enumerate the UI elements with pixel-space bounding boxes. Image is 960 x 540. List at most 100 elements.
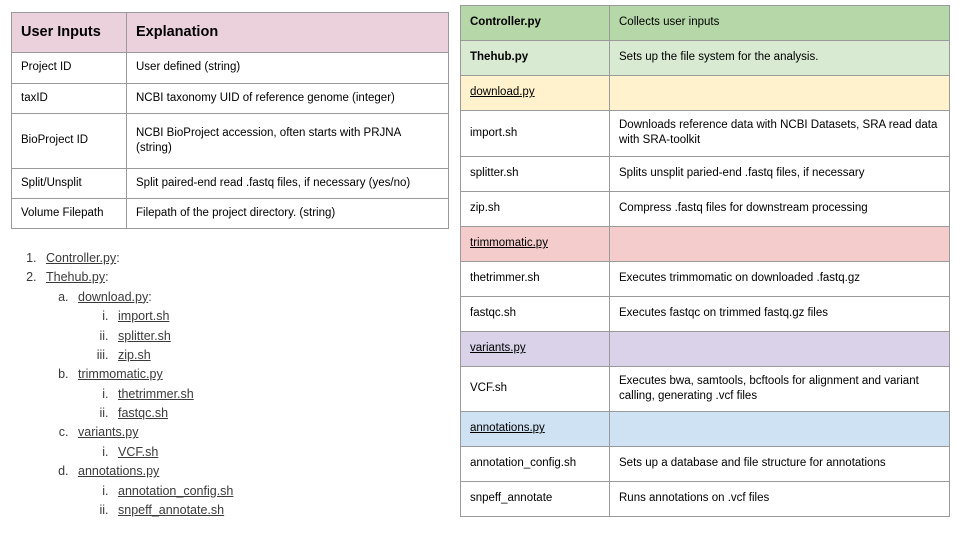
script-name: VCF.sh bbox=[460, 365, 610, 413]
table-row: trimmomatic.py bbox=[460, 225, 950, 262]
list-item: annotation_config.sh bbox=[112, 482, 434, 501]
table-row: variants.py bbox=[460, 330, 950, 367]
script-name: splitter.sh bbox=[460, 155, 610, 192]
outline-level-3: thetrimmer.sh fastqc.sh bbox=[78, 385, 434, 424]
list-item: Thehub.py: download.py: import.sh splitt… bbox=[40, 268, 434, 520]
outline-suffix: : bbox=[116, 251, 120, 265]
list-item: Controller.py: bbox=[40, 249, 434, 268]
outline-suffix: : bbox=[148, 289, 152, 304]
script-description: Downloads reference data with NCBI Datas… bbox=[609, 110, 950, 157]
user-input-name: Split/Unsplit bbox=[11, 167, 127, 200]
script-name: Thehub.py bbox=[460, 40, 610, 76]
user-input-explanation: NCBI taxonomy UID of reference genome (i… bbox=[126, 82, 449, 114]
list-item: import.sh bbox=[112, 307, 434, 326]
outline-label: annotations.py bbox=[78, 464, 160, 479]
list-item: thetrimmer.sh bbox=[112, 385, 434, 404]
outline-label: annotation_config.sh bbox=[118, 483, 234, 498]
script-name[interactable]: trimmomatic.py bbox=[460, 225, 610, 262]
list-item: trimmomatic.py thetrimmer.sh fastqc.sh bbox=[72, 365, 434, 423]
user-inputs-table-container: User Inputs Explanation Project ID User … bbox=[11, 11, 449, 230]
outline-label: download.py bbox=[78, 289, 149, 304]
outline-level-3: VCF.sh bbox=[78, 443, 434, 462]
script-name: fastqc.sh bbox=[460, 295, 610, 332]
list-item: splitter.sh bbox=[112, 327, 434, 346]
outline-label: fastqc.sh bbox=[118, 406, 169, 420]
list-item: fastqc.sh bbox=[112, 404, 434, 423]
outline-label: splitter.sh bbox=[118, 328, 171, 343]
table-row: Project ID User defined (string) bbox=[11, 52, 449, 84]
script-name: snpeff_annotate bbox=[460, 481, 610, 518]
script-name-link[interactable]: variants.py bbox=[470, 341, 526, 354]
user-input-name: taxID bbox=[11, 82, 127, 114]
user-input-name: Volume Filepath bbox=[11, 198, 127, 230]
table-header-row: User Inputs Explanation bbox=[11, 11, 449, 54]
outline-label: import.sh bbox=[118, 309, 170, 324]
script-name-link[interactable]: trimmomatic.py bbox=[470, 236, 548, 249]
outline-label: Controller.py bbox=[46, 251, 117, 265]
outline-label: variants.py bbox=[78, 425, 139, 440]
outline-level-1: Controller.py: Thehub.py: download.py: i… bbox=[14, 249, 434, 520]
list-item: VCF.sh bbox=[112, 443, 434, 462]
user-input-explanation: Split paired-end read .fastq files, if n… bbox=[126, 167, 449, 200]
outline-level-3: import.sh splitter.sh zip.sh bbox=[78, 307, 434, 365]
script-description: Collects user inputs bbox=[609, 5, 950, 41]
list-item: zip.sh bbox=[112, 346, 434, 365]
script-description bbox=[609, 330, 950, 367]
outline-label: trimmomatic.py bbox=[78, 367, 163, 382]
list-item: snpeff_annotate.sh bbox=[112, 501, 434, 520]
script-name: thetrimmer.sh bbox=[460, 260, 610, 297]
column-header-user-inputs: User Inputs bbox=[11, 11, 127, 54]
script-description: Sets up the file system for the analysis… bbox=[609, 40, 950, 76]
table-row: taxID NCBI taxonomy UID of reference gen… bbox=[11, 82, 449, 114]
script-description: Runs annotations on .vcf files bbox=[609, 481, 950, 518]
user-input-name: Project ID bbox=[11, 52, 127, 84]
script-name: zip.sh bbox=[460, 190, 610, 227]
table-row: annotations.py bbox=[460, 411, 950, 448]
script-description: Executes trimmomatic on downloaded .fast… bbox=[609, 260, 950, 297]
script-name[interactable]: annotations.py bbox=[460, 411, 610, 448]
column-header-explanation: Explanation bbox=[126, 11, 449, 54]
script-name: import.sh bbox=[460, 110, 610, 157]
script-description bbox=[609, 411, 950, 448]
outline-label: snpeff_annotate.sh bbox=[118, 502, 225, 517]
outline-level-2: download.py: import.sh splitter.sh zip.s… bbox=[46, 288, 434, 521]
outline-label: Thehub.py bbox=[46, 270, 106, 285]
script-description bbox=[609, 75, 950, 111]
table-row: Volume Filepath Filepath of the project … bbox=[11, 198, 449, 230]
script-name[interactable]: variants.py bbox=[460, 330, 610, 367]
script-name: annotation_config.sh bbox=[460, 446, 610, 483]
table-row: BioProject ID NCBI BioProject accession,… bbox=[11, 112, 449, 169]
table-row: Split/Unsplit Split paired-end read .fas… bbox=[11, 167, 449, 200]
outline-suffix: : bbox=[105, 270, 109, 285]
user-input-name: BioProject ID bbox=[11, 112, 127, 169]
script-description: Sets up a database and file structure fo… bbox=[609, 446, 950, 483]
script-description: Executes bwa, samtools, bcftools for ali… bbox=[609, 365, 950, 413]
list-item: variants.py VCF.sh bbox=[72, 423, 434, 462]
user-input-explanation: Filepath of the project directory. (stri… bbox=[126, 198, 449, 230]
script-description bbox=[609, 225, 950, 262]
outline-label: thetrimmer.sh bbox=[118, 386, 194, 401]
script-name-link[interactable]: download.py bbox=[470, 86, 535, 99]
list-item: annotations.py annotation_config.sh snpe… bbox=[72, 462, 434, 520]
outline-label: VCF.sh bbox=[118, 444, 159, 459]
user-inputs-table: User Inputs Explanation Project ID User … bbox=[11, 11, 449, 230]
script-name: Controller.py bbox=[460, 5, 610, 41]
script-hierarchy-outline: Controller.py: Thehub.py: download.py: i… bbox=[14, 249, 434, 520]
script-name-link[interactable]: annotations.py bbox=[470, 422, 545, 435]
script-name[interactable]: download.py bbox=[460, 75, 610, 111]
outline-level-3: annotation_config.sh snpeff_annotate.sh bbox=[78, 482, 434, 521]
outline-label: zip.sh bbox=[118, 347, 151, 362]
